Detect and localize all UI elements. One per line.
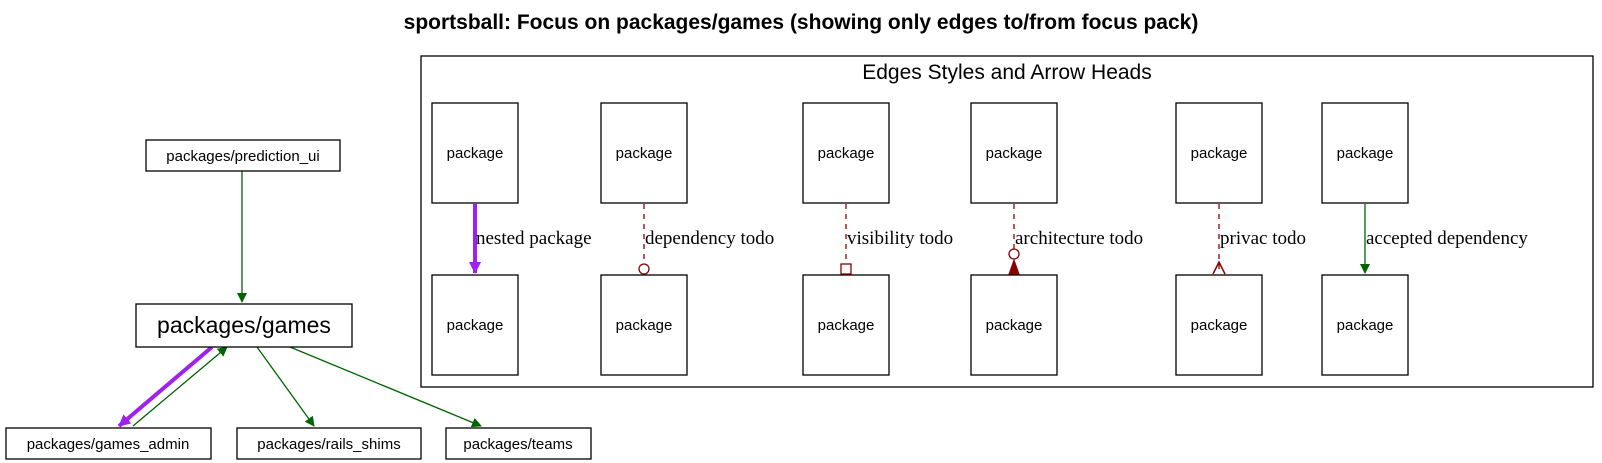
- legend-edge-label: privac todo: [1220, 228, 1306, 249]
- node-teams[interactable]: packages/teams: [445, 427, 592, 460]
- legend-node-label: package: [818, 145, 875, 162]
- crow-arrowhead-icon: [1212, 260, 1226, 275]
- legend-item-accepted-dependency: package package accepted dependency: [1321, 102, 1528, 376]
- legend-edge-label: visibility todo: [847, 228, 953, 249]
- legend-node-label: package: [1191, 145, 1248, 162]
- legend-node-label: package: [1337, 145, 1394, 162]
- legend-item-dependency-todo: package package dependency todo: [600, 102, 774, 376]
- legend-node-label: package: [616, 317, 673, 334]
- diagram-title: sportsball: Focus on packages/games (sho…: [404, 11, 1199, 34]
- legend-item-privac-todo: package package privac todo: [1175, 102, 1306, 376]
- node-games[interactable]: packages/games: [135, 303, 353, 348]
- legend-node-label: package: [986, 145, 1043, 162]
- legend-edge-label: accepted dependency: [1366, 228, 1528, 249]
- node-label: packages/rails_shims: [257, 436, 400, 453]
- node-label: packages/games: [157, 312, 331, 338]
- edge-games-admin-to-games: [132, 346, 228, 427]
- node-label: packages/games_admin: [27, 436, 190, 453]
- legend-item-visibility-todo: package package visibility todo: [802, 102, 953, 376]
- dependency-graph: packages/prediction_ui packages/games pa…: [5, 139, 592, 460]
- edge-games-to-rails-shims: [256, 346, 315, 427]
- node-label: packages/prediction_ui: [166, 148, 319, 165]
- legend-edge-label: architecture todo: [1015, 228, 1143, 249]
- legend-node-label: package: [447, 145, 504, 162]
- legend-item-nested-package: package package nested package: [431, 102, 592, 376]
- edge-games-to-games-admin: [117, 345, 214, 428]
- legend-node-label: package: [447, 317, 504, 334]
- open-circle-arrowhead-icon: [1008, 248, 1020, 260]
- legend-node-label: package: [616, 145, 673, 162]
- legend-cluster: Edges Styles and Arrow Heads package pac…: [420, 55, 1594, 388]
- legend-node-label: package: [1191, 317, 1248, 334]
- legend-title: Edges Styles and Arrow Heads: [862, 61, 1152, 84]
- legend-frame: [420, 55, 1594, 388]
- legend-item-architecture-todo: package package architecture todo: [970, 102, 1143, 376]
- edge-games-to-teams: [289, 346, 482, 428]
- open-square-arrowhead-icon: [840, 263, 852, 275]
- node-games-admin[interactable]: packages/games_admin: [5, 427, 212, 460]
- node-rails-shims[interactable]: packages/rails_shims: [236, 427, 422, 460]
- open-circle-arrowhead-icon: [638, 263, 650, 275]
- legend-edge-label: dependency todo: [645, 228, 774, 249]
- legend-node-label: package: [1337, 317, 1394, 334]
- legend-edge-label: nested package: [476, 228, 592, 249]
- filled-triangle-arrowhead-icon: [1008, 258, 1020, 275]
- node-label: packages/teams: [463, 436, 572, 453]
- legend-node-label: package: [818, 317, 875, 334]
- legend-node-label: package: [986, 317, 1043, 334]
- node-prediction-ui[interactable]: packages/prediction_ui: [145, 139, 341, 172]
